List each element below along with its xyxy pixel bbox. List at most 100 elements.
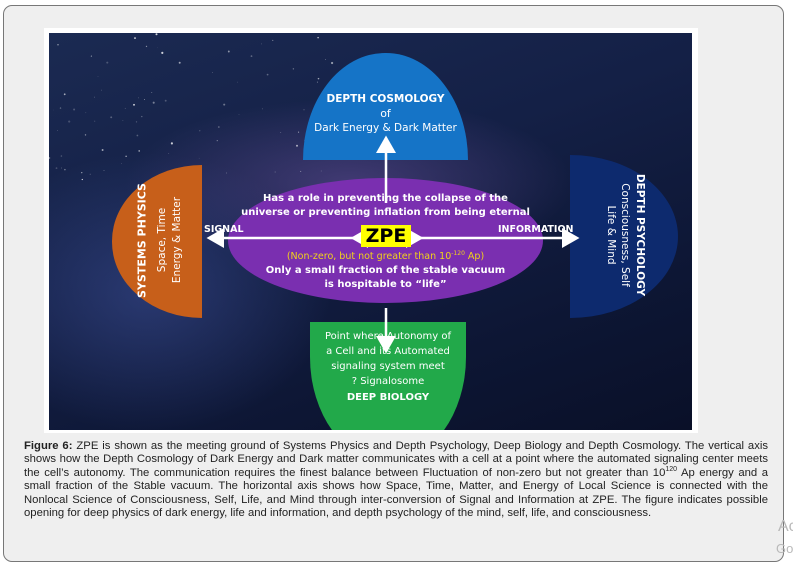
- star: [161, 51, 164, 54]
- star: [64, 168, 66, 171]
- caption-text-part2: Ap energy and a small fraction of the St…: [24, 466, 768, 520]
- star: [138, 97, 139, 99]
- star: [225, 172, 228, 174]
- star: [274, 171, 276, 173]
- star: [216, 140, 218, 142]
- depth-cosmology-title: DEPTH COSMOLOGY: [326, 93, 445, 105]
- star: [106, 61, 109, 64]
- zpe-role-line1: Has a role in preventing the collapse of…: [263, 193, 508, 204]
- star: [133, 103, 135, 106]
- star: [330, 61, 334, 65]
- star: [317, 77, 320, 80]
- star: [68, 120, 71, 123]
- zpe-vacuum-line1: Only a small fraction of the stable vacu…: [265, 265, 506, 276]
- zpe-note-exponent: -120: [451, 250, 465, 257]
- star: [212, 72, 213, 73]
- star: [316, 81, 318, 83]
- depth-psychology-title: DEPTH PSYCHOLOGY: [634, 173, 646, 297]
- star: [266, 73, 269, 76]
- star: [122, 120, 124, 121]
- zpe-note-suffix: Ap): [464, 251, 485, 263]
- depth-cosmology-subtitle: Dark Energy & Dark Matter: [314, 122, 457, 134]
- star: [124, 107, 126, 109]
- star: [57, 130, 58, 131]
- star: [135, 121, 138, 123]
- zpe-note: (Non-zero, but not greater than 10-120 A…: [228, 250, 543, 262]
- star: [300, 170, 302, 172]
- star: [60, 155, 63, 157]
- star: [110, 116, 113, 119]
- star: [63, 93, 66, 96]
- star: [152, 101, 155, 104]
- star: [59, 107, 62, 109]
- star: [178, 61, 181, 64]
- star: [121, 162, 122, 164]
- star: [199, 130, 201, 132]
- signal-label: SIGNAL: [204, 224, 244, 235]
- caption-text-part1: ZPE is shown as the meeting ground of Sy…: [24, 440, 768, 479]
- star: [53, 109, 54, 111]
- star: [168, 153, 170, 154]
- deep-biology-line1: Point where Autonomy of: [324, 331, 452, 342]
- star: [93, 96, 95, 98]
- star: [84, 134, 87, 136]
- caption-exponent: 120: [665, 466, 678, 474]
- star: [155, 33, 158, 36]
- star: [317, 36, 319, 39]
- star: [61, 167, 62, 169]
- systems-physics-line2: Energy & Matter: [171, 196, 183, 284]
- depth-cosmology-of: of: [380, 107, 391, 120]
- star: [250, 55, 253, 57]
- arrows-layer: [206, 135, 580, 354]
- star: [57, 44, 59, 46]
- star: [296, 144, 298, 147]
- deep-biology-line2: a Cell and its Automated: [326, 346, 450, 357]
- deep-biology-line4: ? Signalosome: [351, 376, 425, 387]
- zpe-note-prefix: (Non-zero, but not greater than 10: [286, 251, 452, 263]
- star: [272, 39, 274, 41]
- activation-watermark-line2: Go: [776, 541, 793, 556]
- star: [101, 149, 104, 151]
- star: [81, 172, 83, 174]
- activation-watermark-line1: Ac: [778, 518, 793, 535]
- star: [164, 99, 167, 102]
- figure-image: DEPTH COSMOLOGY of Dark Energy & Dark Ma…: [49, 33, 692, 430]
- depth-psychology-line1: Consciousness, Self: [619, 183, 631, 287]
- star: [261, 43, 262, 45]
- starfield-background: [49, 33, 349, 183]
- star: [85, 112, 87, 114]
- star: [238, 114, 240, 115]
- star: [157, 47, 158, 49]
- deep-biology-line3: signaling system meet: [331, 361, 445, 372]
- star: [144, 99, 145, 100]
- information-label: INFORMATION: [498, 224, 574, 235]
- star: [49, 157, 51, 159]
- star: [298, 131, 300, 133]
- zpe-vacuum-line2: is hospitable to “life”: [324, 279, 447, 290]
- star: [101, 89, 102, 91]
- star: [81, 178, 83, 181]
- star: [97, 76, 99, 77]
- star: [134, 37, 136, 40]
- zpe-role-line2: universe or preventing inflation from be…: [241, 207, 530, 218]
- star: [145, 45, 148, 48]
- star: [103, 170, 105, 171]
- star: [223, 103, 226, 106]
- star: [170, 142, 173, 145]
- star: [55, 167, 58, 169]
- systems-physics-line1: Space, Time: [156, 207, 168, 273]
- star: [138, 150, 141, 152]
- star: [292, 68, 295, 70]
- star: [136, 134, 139, 137]
- caption-label: Figure 6:: [24, 440, 73, 452]
- star: [141, 115, 143, 118]
- systems-physics-title: SYSTEMS PHYSICS: [135, 183, 149, 298]
- star: [261, 108, 263, 110]
- star: [280, 132, 282, 133]
- star: [320, 170, 322, 172]
- star: [94, 120, 96, 122]
- star: [89, 173, 91, 175]
- figure-caption: Figure 6: ZPE is shown as the meeting gr…: [24, 440, 768, 520]
- star: [90, 55, 92, 57]
- star: [198, 157, 200, 159]
